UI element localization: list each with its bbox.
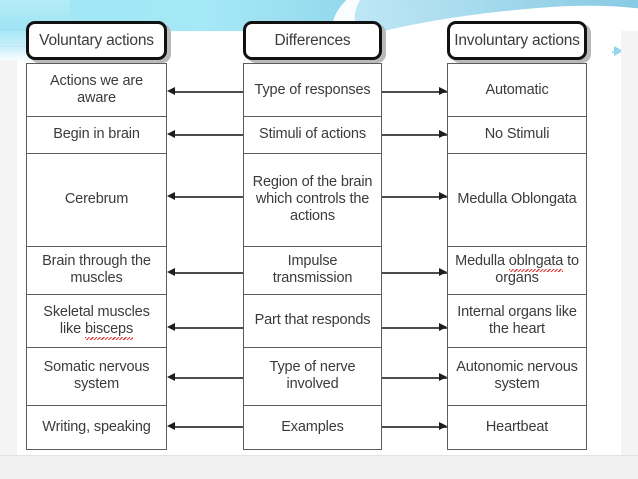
cell-left-sep-1: [27, 116, 166, 117]
arrow-left-5-line: [175, 327, 243, 329]
cell-left-2: Begin in brain: [53, 126, 140, 142]
cell-mid-sep-4: [244, 294, 381, 295]
arrow-right-2-head-icon: [439, 130, 447, 138]
column-voluntary: Actions we are aware Begin in brain Cere…: [26, 63, 167, 450]
slide-margin-bottom-divider: [0, 455, 638, 456]
arrow-left-1-head-icon: [167, 87, 175, 95]
arrow-right-6-line: [382, 377, 447, 379]
cell-right-sep-4: [448, 294, 586, 295]
arrow-right-3-head-icon: [439, 192, 447, 200]
arrow-left-1-line: [175, 91, 243, 93]
arrow-right-2-line: [382, 134, 447, 136]
cell-left-5-prefix: Skeletal muscles like: [43, 303, 150, 337]
header-differences-label: Differences: [274, 31, 351, 49]
arrow-left-7-line: [175, 426, 243, 428]
cell-mid-7: Examples: [281, 419, 344, 435]
arrow-right-5-head-icon: [439, 323, 447, 331]
cell-mid-6: Type of nerve involved: [269, 359, 356, 392]
arrow-right-7-line: [382, 426, 447, 428]
column-involuntary: Automatic No Stimuli Medulla Oblongata M…: [447, 63, 587, 450]
cell-left-5-misspelled: bisceps: [84, 320, 134, 340]
cell-right-5: Internal organs like the heart: [457, 303, 577, 337]
cell-left-sep-6: [27, 405, 166, 406]
cell-right-sep-2: [448, 153, 586, 154]
cell-right-4-suffix: to organs: [495, 253, 579, 286]
header-voluntary-actions-label: Voluntary actions: [39, 31, 154, 49]
arrow-left-6-head-icon: [167, 373, 175, 381]
cell-right-sep-6: [448, 405, 586, 406]
banner-left-line-2: [0, 50, 20, 51]
cell-left-5: Skeletal muscles like bisceps: [27, 294, 166, 347]
arrow-right-1-head-icon: [439, 87, 447, 95]
cell-mid-3: Region of the brain which controls the a…: [252, 174, 373, 224]
arrow-right-3-line: [382, 196, 447, 198]
cell-right-sep-5: [448, 347, 586, 348]
arrow-left-5-head-icon: [167, 323, 175, 331]
cell-mid-5: Part that responds: [254, 312, 371, 328]
cell-left-sep-2: [27, 153, 166, 154]
arrow-left-4-head-icon: [167, 268, 175, 276]
cell-right-sep-1: [448, 116, 586, 117]
slide-margin-bottom: [0, 455, 638, 479]
cell-left-sep-3: [27, 246, 166, 247]
cell-left-6: Somatic nervous system: [43, 359, 150, 392]
cell-mid-sep-5: [244, 347, 381, 348]
cell-mid-sep-3: [244, 246, 381, 247]
cell-right-4-prefix: Medulla: [455, 253, 509, 269]
header-involuntary-actions: Involuntary actions: [447, 21, 587, 60]
cell-right-sep-3: [448, 246, 586, 247]
cell-mid-sep-1: [244, 116, 381, 117]
column-differences: Type of responses Stimuli of actions Reg…: [243, 63, 382, 450]
arrow-left-4-line: [175, 272, 243, 274]
arrow-right-6-head-icon: [439, 373, 447, 381]
arrow-left-6-line: [175, 377, 243, 379]
banner-left-line-1: [0, 46, 26, 47]
cell-mid-2: Stimuli of actions: [259, 126, 366, 142]
arrow-left-2-line: [175, 134, 243, 136]
cell-left-1: Actions we are aware: [50, 73, 143, 106]
cell-right-6: Autonomic nervous system: [456, 359, 578, 392]
cell-left-4: Brain through the muscles: [42, 253, 151, 286]
arrow-right-7-head-icon: [439, 422, 447, 430]
cell-left-7: Writing, speaking: [42, 419, 151, 435]
cell-left-3: Cerebrum: [64, 191, 129, 207]
cell-left-sep-5: [27, 347, 166, 348]
cell-right-2: No Stimuli: [484, 126, 550, 142]
arrow-right-4-head-icon: [439, 268, 447, 276]
arrow-right-1-line: [382, 91, 447, 93]
arrow-left-7-head-icon: [167, 422, 175, 430]
cell-mid-1: Type of responses: [254, 81, 371, 98]
arrow-left-2-head-icon: [167, 130, 175, 138]
cell-mid-4: Impulse transmission: [272, 253, 353, 286]
arrow-right-4-line: [382, 272, 447, 274]
slide-margin-right: [621, 31, 638, 455]
cell-left-5-text: Skeletal muscles like bisceps: [31, 303, 162, 340]
cell-right-7: Heartbeat: [485, 419, 549, 435]
cell-right-1: Automatic: [485, 81, 549, 98]
arrow-left-3-head-icon: [167, 192, 175, 200]
cell-right-4: Medulla oblngata to organs: [448, 246, 586, 294]
cell-right-4-misspelled: oblngata: [508, 253, 564, 272]
cell-left-sep-4: [27, 294, 166, 295]
header-differences: Differences: [243, 21, 382, 60]
cell-mid-sep-6: [244, 405, 381, 406]
header-involuntary-actions-label: Involuntary actions: [454, 31, 580, 49]
arrow-left-3-line: [175, 196, 243, 198]
cell-mid-sep-2: [244, 153, 381, 154]
cell-right-4-text: Medulla oblngata to organs: [452, 253, 582, 287]
arrow-right-5-line: [382, 327, 447, 329]
cell-right-3: Medulla Oblongata: [457, 191, 577, 207]
slide-margin-left: [0, 60, 17, 455]
header-voluntary-actions: Voluntary actions: [26, 21, 167, 60]
